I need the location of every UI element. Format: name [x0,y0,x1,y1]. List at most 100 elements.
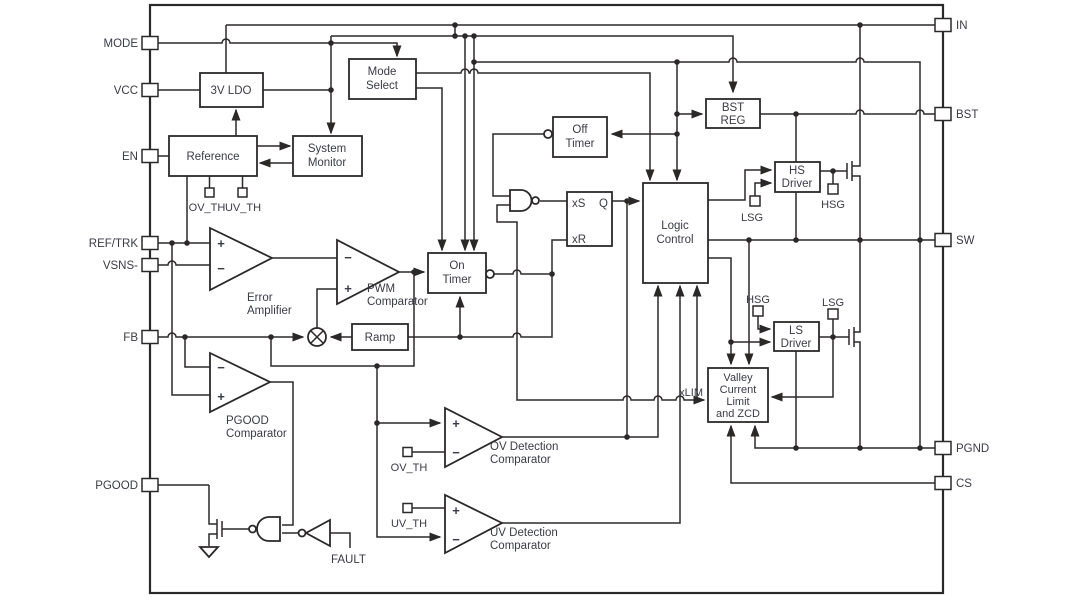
ov-th-terminal [402,446,413,458]
ref-uv-th-terminal [237,187,248,198]
block-3v-ldo [199,72,264,108]
pin-ref-trk [141,235,159,251]
block-off-timer-label2: Timer [566,138,595,150]
ls-lsg-terminal [827,308,839,320]
on-timer-inverting-bubble [485,269,495,279]
hs-hsg-label: HSG [821,199,845,211]
hs-lsg-terminal [749,195,761,207]
pgood-mosfet [197,519,223,559]
pin-sw-label: SW [956,235,975,247]
pgood-minus: − [217,360,225,375]
block-mode-select-label2: Select [366,80,399,92]
pin-vsns [141,257,159,273]
pin-pgood [141,477,159,493]
hs-mosfet [846,161,853,181]
pin-fb-label: FB [123,332,138,344]
summing-junction [307,327,327,347]
pwm-label2: Comparator [367,296,428,308]
ls-lsg-label: LSG [822,297,844,309]
latch-q-label: Q [599,198,608,210]
block-ls-driver [773,321,820,352]
package-pins: MODE VCC EN REF/TRK VSNS- FB PGOOD IN BS… [89,17,989,493]
pgood-label2: Comparator [226,428,287,440]
block-reference-label: Reference [186,151,239,163]
ls-hsg-terminal [752,305,764,317]
block-on-timer-label1: On [449,260,464,272]
uv-th-terminal [402,502,413,514]
off-timer-inverting-bubble [543,129,553,139]
uv-label1: UV Detection [490,527,558,539]
uv-label2: Comparator [490,540,551,552]
hs-lsg-label: LSG [741,212,763,224]
ls-mosfet [848,327,855,347]
pgood-nand-gate [248,516,281,542]
block-valley-label2: Current [720,384,757,396]
pin-cs-label: CS [956,478,972,490]
block-ramp-label: Ramp [365,332,396,344]
pin-pgood-label: PGOOD [95,480,138,492]
block-ls-driver-label1: LS [789,325,803,337]
pwm-minus: − [344,250,352,265]
ls-hsg-label: HSG [746,294,770,306]
ref-uv-th-label: UV_TH [225,202,261,214]
ov-th-label: OV_TH [391,462,428,474]
block-ls-driver-label2: Driver [781,338,812,350]
block-logic-control-label1: Logic [661,220,689,232]
error-amplifier-symbol [209,226,275,292]
pgood-comparator-symbol [209,351,273,414]
block-bst-reg-label2: REG [721,115,746,127]
latch-r-label: xR [572,234,586,246]
block-on-timer-label2: Timer [443,274,472,286]
latch-s-label: xS [572,198,586,210]
block-mode-select-label1: Mode [368,66,397,78]
pin-sw [934,232,952,248]
fault-inverter [297,518,331,548]
ov-label2: Comparator [490,454,551,466]
block-valley-label1: Valley [723,372,753,384]
ov-plus: + [452,416,460,431]
block-sr-latch [566,191,613,247]
pgood-label1: PGOOD [226,415,269,427]
pin-bst-label: BST [956,109,978,121]
pin-vcc-label: VCC [114,85,138,97]
block-hs-driver [774,161,821,193]
pin-mode-label: MODE [104,38,139,50]
block-bst-reg [705,98,761,129]
pin-en [141,148,159,164]
uv-comparator-symbol [444,493,504,555]
pin-ref-trk-label: REF/TRK [89,238,139,250]
blocks: 3V LDO Mode Select Reference System Moni… [168,58,821,423]
block-hs-driver-label1: HS [789,165,805,177]
ic-boundary [148,3,945,595]
ov-comparator-symbol [444,406,504,469]
block-system-monitor-label1: System [308,143,346,155]
block-system-monitor [292,135,363,177]
analog-symbols: + − Error Amplifier − + PWM Comparator −… [197,161,855,559]
block-reference [168,135,258,177]
block-ramp [351,323,409,351]
ov-minus: − [452,445,460,460]
uv-plus: + [452,503,460,518]
pwm-label1: PWM [367,283,395,295]
block-valley-current-limit [707,367,769,423]
junction-dots [169,22,923,451]
block-valley-label3: Limit [726,396,749,408]
ref-ov-th-label: OV_TH [189,202,226,214]
error-amp-plus: + [217,236,225,251]
pin-in [934,17,952,33]
ov-label1: OV Detection [490,441,558,453]
pin-vcc [141,82,159,98]
pgood-plus: + [217,389,225,404]
error-amp-minus: − [217,261,225,276]
fault-label: FAULT [331,554,366,566]
error-amp-label1: Error [247,292,273,304]
block-hs-driver-label2: Driver [782,178,813,190]
pin-in-label: IN [956,20,968,32]
pin-en-label: EN [122,151,138,163]
block-system-monitor-label2: Monitor [308,157,347,169]
pin-fb [141,329,159,345]
block-logic-control [642,182,709,284]
uv-th-label: UV_TH [391,518,427,530]
